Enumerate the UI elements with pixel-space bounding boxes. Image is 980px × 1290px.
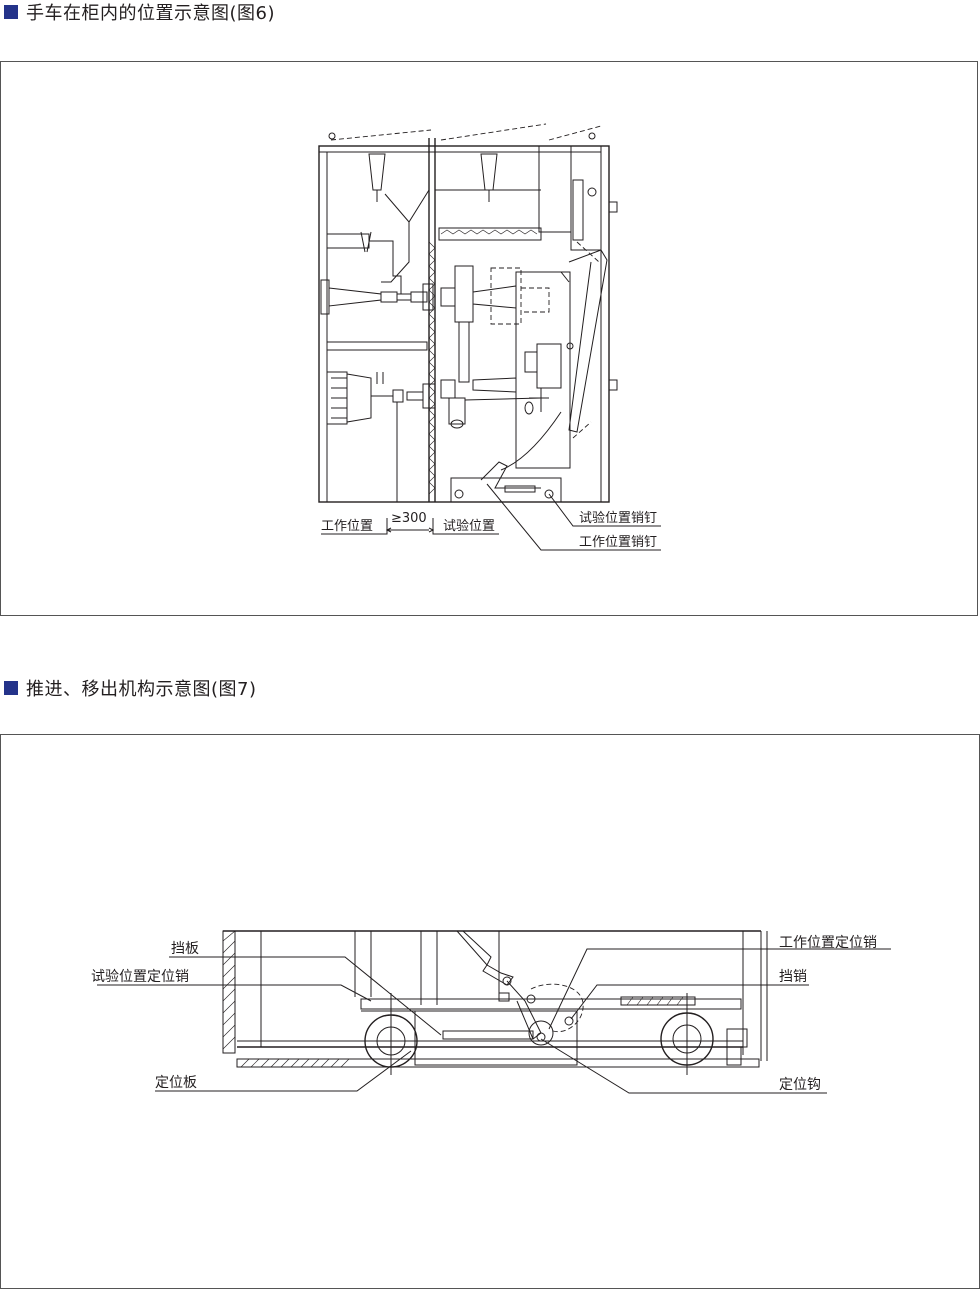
heading-square-icon bbox=[4, 5, 18, 19]
label-test-position-locating-pin: 试验位置定位销 bbox=[91, 969, 189, 985]
label-work-position-pin: 工作位置销钉 bbox=[579, 535, 657, 550]
leader-baffle bbox=[169, 956, 442, 1036]
section-title-fig7: 推进、移出机构示意图(图7) bbox=[26, 679, 257, 700]
leader-work-pin bbox=[486, 483, 661, 551]
diagram-panel-fig7: 挡板 试验位置定位销 定位板 工作位置定位销 挡销 定位钩 bbox=[0, 734, 980, 1289]
section-heading-fig7: 推进、移出机构示意图(图7) bbox=[4, 676, 257, 700]
heading-square-icon bbox=[4, 681, 18, 695]
leader-locating-hook bbox=[540, 1038, 827, 1094]
diagram-panel-fig6: 工作位置 ≥300 试验位置 试验位置销钉 工作位置销钉 bbox=[0, 61, 978, 616]
leader-test-locating-pin bbox=[97, 984, 372, 1002]
label-test-position-pin: 试验位置销钉 bbox=[579, 510, 657, 526]
label-stop-pin: 挡销 bbox=[779, 969, 807, 985]
label-test-position: 试验位置 bbox=[443, 518, 495, 534]
label-distance: ≥300 bbox=[391, 511, 427, 526]
mechanism-diagram: 挡板 试验位置定位销 定位板 工作位置定位销 挡销 定位钩 bbox=[91, 930, 891, 1094]
label-baffle: 挡板 bbox=[171, 941, 199, 957]
label-locating-plate: 定位板 bbox=[155, 1075, 197, 1091]
roof-dashed-lines bbox=[330, 123, 602, 141]
leader-stop-pin bbox=[570, 984, 809, 1020]
section-heading-fig6: 手车在柜内的位置示意图(图6) bbox=[4, 0, 275, 24]
roof-hinge-left bbox=[328, 132, 336, 140]
leader-locating-plate bbox=[155, 1050, 412, 1092]
label-work-position-locating-pin: 工作位置定位销 bbox=[779, 935, 877, 951]
roof-hinge-right bbox=[588, 132, 596, 140]
cabinet-diagram: 工作位置 ≥300 试验位置 试验位置销钉 工作位置销钉 bbox=[318, 123, 661, 551]
section-title-fig6: 手车在柜内的位置示意图(图6) bbox=[26, 3, 275, 24]
leader-work-locating-pin bbox=[548, 948, 891, 1030]
leader-test-pin bbox=[548, 493, 661, 527]
label-work-position: 工作位置 bbox=[321, 519, 373, 534]
cabinet-outline bbox=[318, 145, 610, 503]
label-locating-hook: 定位钩 bbox=[779, 1077, 821, 1093]
